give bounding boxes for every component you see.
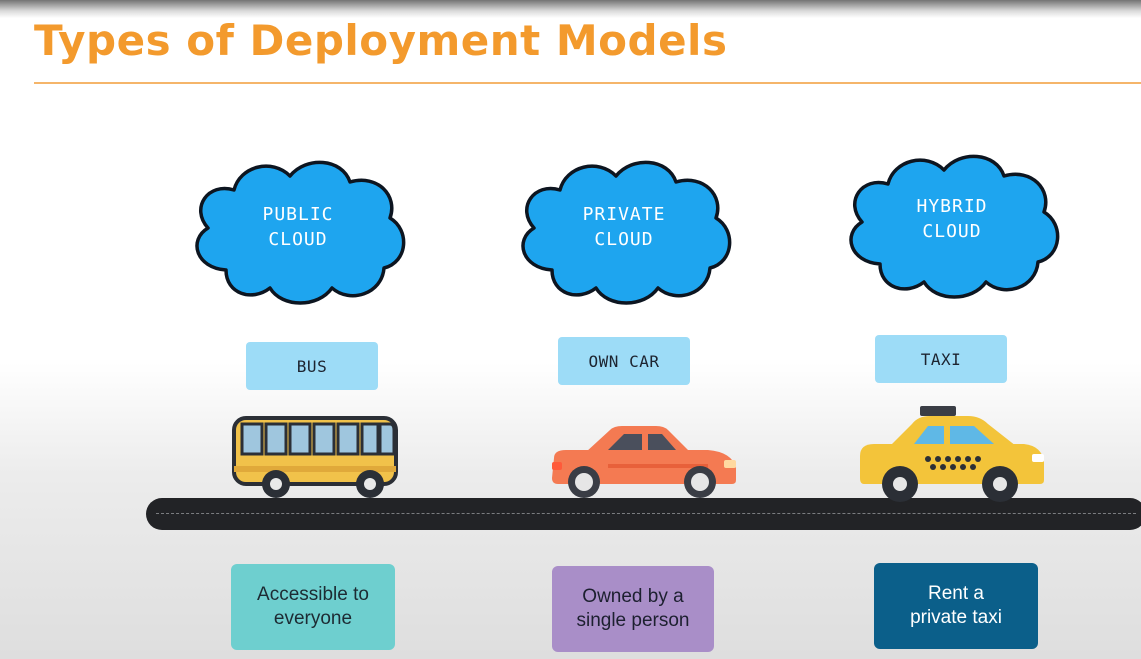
- description-card-private: Owned by a single person: [552, 566, 714, 652]
- road: [146, 498, 1141, 530]
- road-lane-marking: [156, 513, 1136, 514]
- car-icon: [552, 426, 736, 498]
- public-cloud: Public Cloud: [186, 152, 410, 308]
- page-title: Types of Deployment Models: [34, 16, 728, 65]
- cloud-label: Private Cloud: [582, 204, 666, 250]
- cloud-icon: [849, 154, 1060, 299]
- description-card-hybrid: Rent a private taxi: [874, 563, 1038, 649]
- vehicle-label-taxi: Taxi: [875, 335, 1007, 383]
- private-cloud: Private Cloud: [511, 152, 737, 308]
- top-shadow: [0, 0, 1141, 18]
- cloud-label: Hybrid Cloud: [916, 196, 988, 242]
- cloud-icon: [195, 160, 406, 305]
- bus-icon: [232, 416, 398, 498]
- description-card-public: Accessible to everyone: [231, 564, 395, 650]
- title-underline: [34, 82, 1141, 84]
- cloud-label: Public Cloud: [262, 204, 334, 250]
- taxi-icon: [860, 406, 1044, 502]
- hybrid-cloud: Hybrid Cloud: [840, 146, 1064, 302]
- cloud-icon: [521, 160, 732, 305]
- vehicle-label-own-car: Own Car: [558, 337, 690, 385]
- vehicle-label-bus: Bus: [246, 342, 378, 390]
